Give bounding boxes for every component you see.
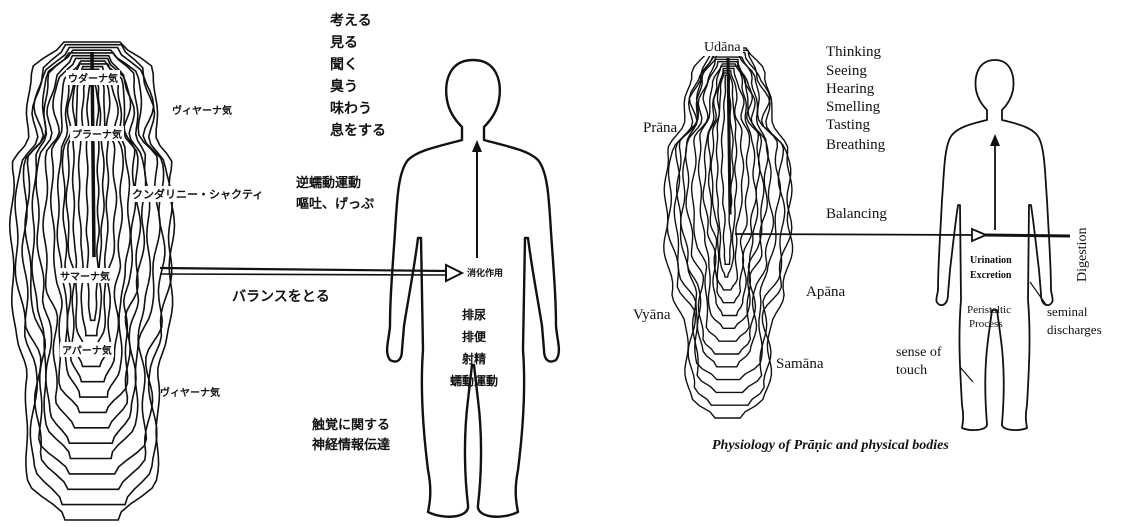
en-touch-label-1: sense of — [896, 345, 942, 361]
pranic-contour-line — [716, 73, 736, 277]
en-touch-label-2: touch — [896, 363, 927, 379]
en-digestion-label: Digestion — [1075, 228, 1091, 282]
pranic-spine-line — [728, 58, 730, 215]
jp-ejaculation: 射精 — [462, 350, 486, 367]
jp-defecation: 排便 — [462, 328, 486, 345]
en-sense-smelling: Smelling — [826, 99, 880, 116]
en-balancing-label: Balancing — [826, 206, 887, 223]
en-samana-label: Samāna — [776, 356, 823, 373]
en-prana-label: Prāna — [643, 120, 677, 137]
right-physical-body-outline — [936, 60, 1052, 430]
en-udana-label: Udāna — [702, 40, 743, 56]
en-discharges-label: discharges — [1047, 322, 1102, 338]
en-vyana-label: Vyāna — [633, 307, 671, 324]
left-balancing-arrowhead — [446, 265, 462, 281]
left-balancing-arrow — [160, 268, 448, 271]
en-sense-breathing: Breathing — [826, 137, 885, 154]
jp-sense-seeing: 見る — [330, 32, 358, 52]
jp-sense-hearing: 聞く — [330, 54, 358, 74]
left-upward-arrow-head — [472, 140, 482, 152]
en-excretion-label: Excretion — [970, 270, 1011, 281]
en-seminal-label: seminal — [1047, 304, 1087, 320]
jp-vyana-bottom-label: ヴィヤーナ気 — [160, 384, 220, 399]
jp-kundalini-label: クンダリニー・シャクティ — [130, 186, 265, 202]
jp-touch-line-1: 触覚に関する — [312, 414, 390, 433]
jp-prana-label: プラーナ気 — [70, 126, 124, 141]
jp-apana-label: アパーナ気 — [60, 342, 114, 357]
right-balancing-arrow — [735, 234, 972, 235]
jp-samana-label: サマーナ気 — [58, 268, 112, 283]
jp-vomit-burp: 嘔吐、げっぷ — [296, 193, 374, 212]
right-balancing-arrowhead — [972, 229, 986, 241]
en-sense-hearing: Hearing — [826, 81, 874, 98]
jp-peristalsis: 蠕動運動 — [450, 372, 498, 389]
jp-digestion-label: 消化作用 — [465, 266, 505, 279]
en-process-label: Process — [969, 318, 1003, 330]
right-pranic-body — [664, 48, 793, 418]
right-digestion-bar — [985, 235, 1070, 236]
jp-sense-tasting: 味わう — [330, 98, 372, 118]
en-apana-label: Apāna — [806, 284, 845, 301]
en-sense-thinking: Thinking — [826, 44, 881, 61]
en-peristaltic-label: Peristaltic — [967, 304, 1011, 316]
en-sense-seeing: Seeing — [826, 63, 867, 80]
figure-caption: Physiology of Prāṇic and physical bodies — [712, 438, 949, 454]
jp-urination: 排尿 — [462, 306, 486, 323]
jp-sense-breathing: 息をする — [330, 120, 386, 140]
right-peristaltic-pointer — [1030, 282, 1047, 306]
en-urination-label: Urination — [970, 255, 1012, 266]
en-sense-tasting: Tasting — [826, 117, 870, 134]
jp-balancing-label: バランスをとる — [232, 286, 330, 306]
left-physical-body-outline — [387, 60, 559, 517]
jp-udana-label: ウダーナ気 — [66, 70, 120, 85]
jp-sense-smelling: 臭う — [330, 76, 358, 96]
left-balancing-arrow-second — [160, 274, 448, 275]
jp-touch-line-2: 神経情報伝達 — [312, 434, 390, 453]
jp-reverse-peristalsis: 逆蠕動運動 — [296, 172, 361, 191]
jp-vyana-top-label: ヴィヤーナ気 — [172, 102, 232, 117]
right-upward-arrow-head — [990, 134, 1000, 146]
right-touch-pointer — [960, 367, 973, 382]
pranic-contour-line — [686, 59, 768, 354]
jp-sense-thinking: 考える — [330, 10, 372, 30]
